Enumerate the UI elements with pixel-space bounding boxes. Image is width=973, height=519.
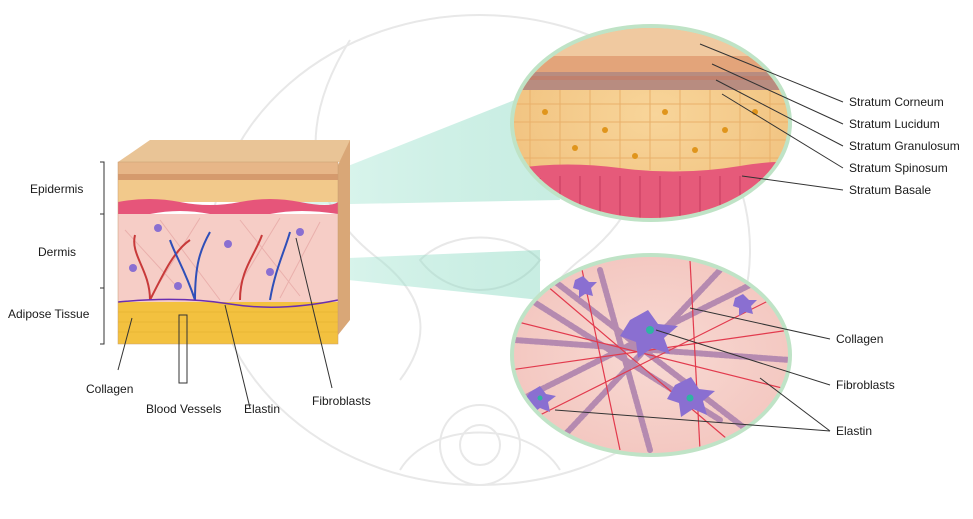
label-fibroblasts-zoom: Fibroblasts (836, 378, 895, 392)
skin-block (118, 140, 350, 344)
label-stratum-spinosum: Stratum Spinosum (849, 161, 948, 175)
label-adipose-tissue: Adipose Tissue (8, 307, 90, 321)
label-stratum-corneum: Stratum Corneum (849, 95, 944, 109)
block-top-face (118, 140, 350, 162)
zoom-stratum-granulosum (505, 72, 805, 90)
label-stratum-lucidum: Stratum Lucidum (849, 117, 940, 131)
dermis-zoom (505, 250, 805, 460)
label-collagen-block: Collagen (86, 382, 133, 396)
layer-brackets (100, 162, 104, 344)
label-fibroblasts-block: Fibroblasts (312, 394, 371, 408)
label-stratum-basale: Stratum Basale (849, 183, 931, 197)
label-collagen-zoom: Collagen (836, 332, 883, 346)
label-elastin-zoom: Elastin (836, 424, 872, 438)
block-side-face (338, 140, 350, 335)
label-elastin-block: Elastin (244, 402, 280, 416)
block-adipose (118, 302, 338, 344)
label-stratum-granulosum: Stratum Granulosum (849, 139, 960, 153)
label-dermis: Dermis (38, 245, 76, 259)
label-epidermis: Epidermis (30, 182, 83, 196)
label-blood-vessels: Blood Vessels (146, 402, 221, 416)
